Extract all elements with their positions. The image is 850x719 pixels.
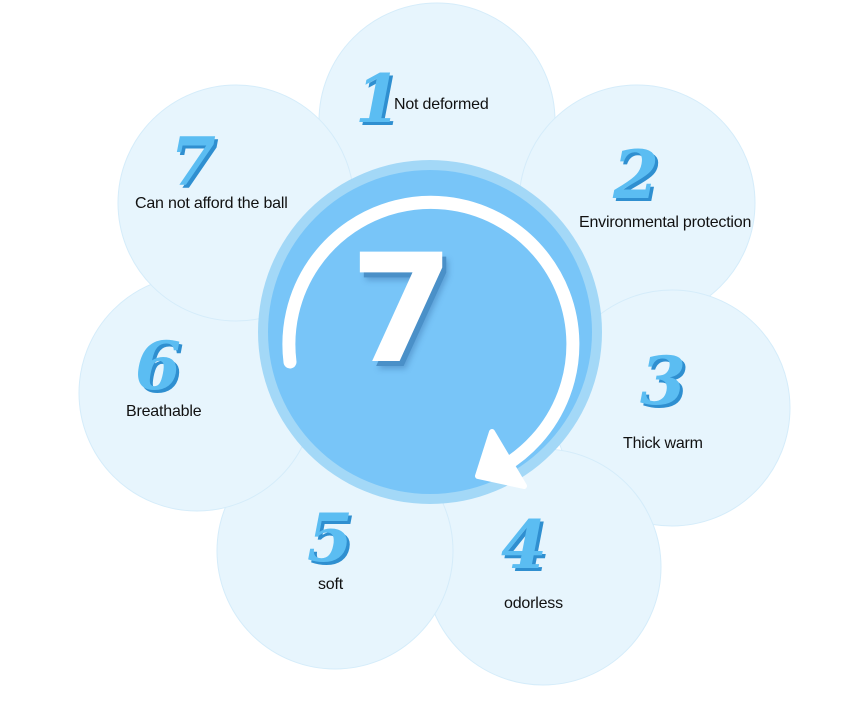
- petal-number-6: 6: [135, 327, 181, 405]
- petal-label-2: Environmental protection: [579, 214, 752, 231]
- petal-number-2: 2: [613, 136, 659, 214]
- petal-label-3: Thick warm: [623, 435, 703, 452]
- petal-label-1: Not deformed: [394, 96, 489, 113]
- petal-number-5: 5: [307, 499, 353, 577]
- circular-arrow: [282, 195, 580, 477]
- petal-number-1: 1: [355, 60, 401, 138]
- petal-label-5: soft: [318, 576, 343, 593]
- petal-label-4: odorless: [504, 595, 563, 612]
- petal-number-7: 7: [170, 123, 216, 201]
- center-circle: [268, 170, 592, 494]
- petal-number-3: 3: [640, 342, 686, 420]
- center-number: 7: [349, 223, 455, 397]
- petal-number-4: 4: [501, 506, 547, 584]
- arrow-head: [475, 429, 527, 489]
- petal-label-6: Breathable: [126, 403, 202, 420]
- petal-label-7: Can not afford the ball: [135, 195, 288, 212]
